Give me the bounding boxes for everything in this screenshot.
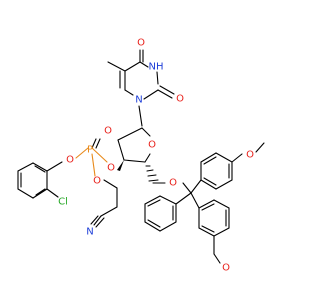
atom-p: P (87, 145, 93, 156)
glycosidic-bond (138, 105, 143, 127)
atom-nh-3: NH (149, 62, 164, 73)
atom-o-phosphoryl: O (104, 126, 112, 137)
c3-wedge-bond (117, 160, 124, 171)
chlorophenyl-ring (17, 161, 63, 199)
sugar-ring (117, 127, 151, 163)
atom-o-c2: O (176, 94, 184, 105)
atom-n-nitrile: N (86, 227, 93, 238)
atom-o-sugar-ring: O (148, 140, 156, 151)
thymine-ring (107, 61, 175, 100)
atom-cl: Cl (58, 197, 68, 208)
molecule-structure: O NH O N O O P O O O Cl N O O O (17, 38, 265, 274)
cyanoethyl-chain (90, 179, 118, 228)
atom-o-methoxy-bottom: O (222, 263, 230, 274)
atom-o-c4: O (137, 38, 145, 49)
atom-n-1: N (135, 95, 142, 106)
atom-o-aryl: O (66, 155, 74, 166)
atom-o-dmt: O (169, 178, 177, 189)
top-methoxyphenyl-ring (200, 142, 265, 190)
trityl-core (175, 179, 202, 209)
phenyl-ring (144, 195, 177, 232)
atom-o-methoxy-top: O (246, 150, 254, 161)
bottom-methoxyphenyl-ring (198, 199, 230, 264)
atom-o-cyanoethyl: O (93, 176, 101, 187)
c5-hash-bond (145, 165, 159, 182)
atom-o-3prime: O (107, 163, 115, 174)
